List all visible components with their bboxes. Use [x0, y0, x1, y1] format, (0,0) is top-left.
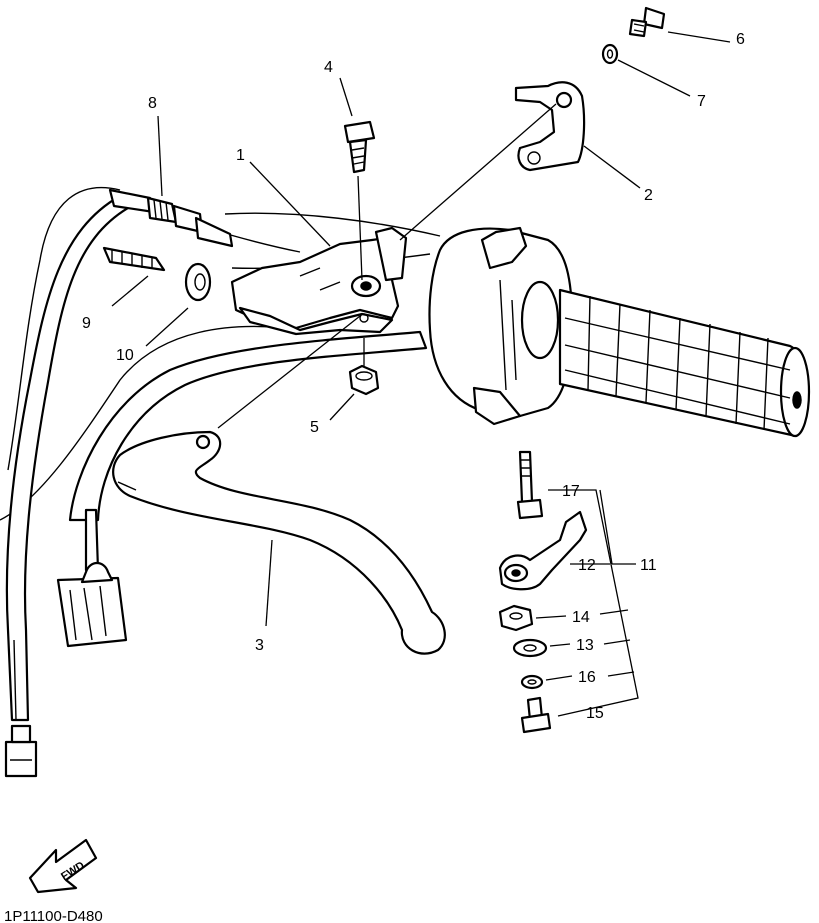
callout-17: 17 — [562, 483, 580, 500]
drawing-code: 1P11100-D480 — [4, 908, 103, 923]
washer-16 — [520, 674, 544, 690]
callout-10: 10 — [116, 347, 134, 364]
nut-14 — [498, 604, 534, 632]
nut-5 — [348, 364, 380, 396]
clutch-lever — [112, 430, 446, 655]
callout-9: 9 — [82, 315, 91, 332]
handlebar-switch — [428, 226, 574, 426]
bolt-4 — [343, 120, 376, 174]
callout-2: 2 — [644, 187, 653, 204]
fwd-arrow-icon: FWD — [28, 838, 98, 894]
adjuster-sleeve — [102, 246, 166, 272]
callout-4: 4 — [324, 59, 333, 76]
cable-adjuster — [108, 188, 234, 248]
callout-13: 13 — [576, 637, 594, 654]
wire-harness — [4, 194, 130, 778]
callout-8: 8 — [148, 95, 157, 112]
bolt-17 — [516, 450, 544, 520]
callout-labels: 1 2 3 4 5 6 7 8 9 10 11 12 13 14 15 16 1… — [82, 31, 745, 722]
washer-13 — [512, 638, 548, 658]
callout-11: 11 — [640, 557, 657, 574]
handlebar-grip — [558, 288, 811, 438]
screw-15 — [520, 696, 552, 734]
leader-lines — [111, 31, 731, 717]
lever-holder — [230, 226, 408, 336]
switch-clamp — [514, 81, 586, 172]
callout-6: 6 — [736, 31, 745, 48]
callout-15: 15 — [586, 705, 604, 722]
callout-12: 12 — [578, 557, 596, 574]
hot-start-lever — [498, 510, 588, 591]
callout-14: 14 — [572, 609, 590, 626]
callout-1: 1 — [236, 147, 245, 164]
lock-nut — [184, 262, 212, 302]
clutch-cable — [68, 330, 428, 522]
callout-7: 7 — [697, 93, 706, 110]
callout-16: 16 — [578, 669, 596, 686]
callout-3: 3 — [255, 637, 264, 654]
washer-7 — [601, 43, 619, 65]
screw-6 — [628, 6, 666, 38]
callout-5: 5 — [310, 419, 319, 436]
